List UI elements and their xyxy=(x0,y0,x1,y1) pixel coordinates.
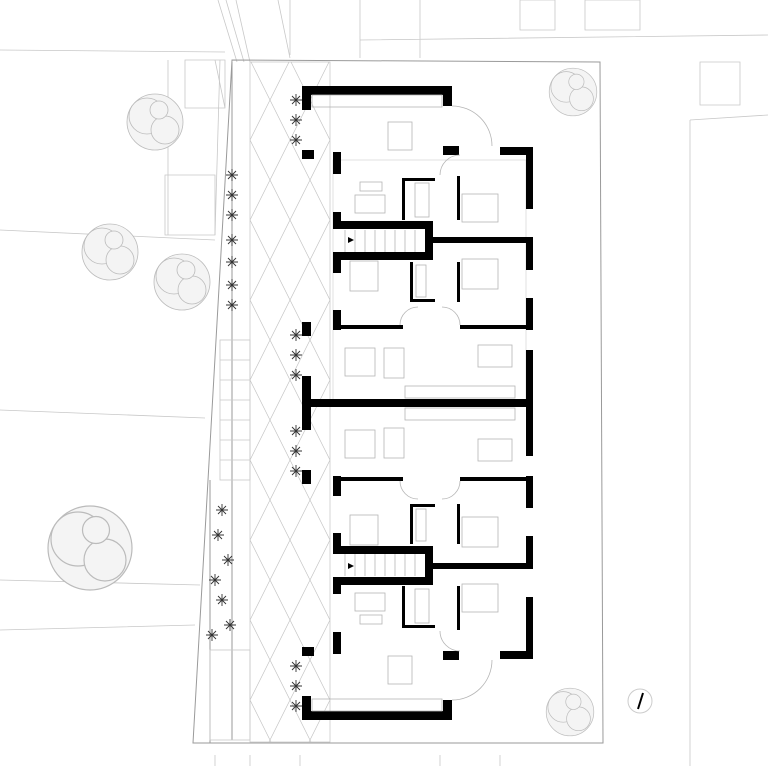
tree-icon xyxy=(545,687,595,737)
parking-bays xyxy=(209,339,251,741)
tree-icon xyxy=(153,253,211,311)
tree-icon xyxy=(548,67,598,117)
tree-icon xyxy=(81,223,139,281)
building-plan xyxy=(290,86,533,720)
site-boundary xyxy=(192,59,604,744)
tree-icon xyxy=(126,93,184,151)
north-arrow-icon xyxy=(627,688,653,714)
tree-icon xyxy=(47,505,133,591)
